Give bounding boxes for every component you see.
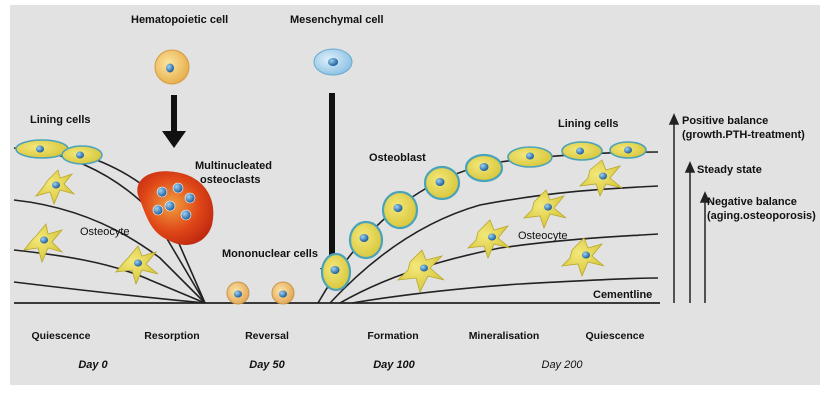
lining-cells-left-label: Lining cells	[30, 114, 91, 126]
multinucleated-label: Multinucleated	[195, 160, 273, 172]
osteoblast-label: Osteoblast	[369, 152, 426, 164]
mesenchymal-cell-graphic	[313, 48, 353, 76]
stage-label: Quiescence	[585, 330, 645, 342]
stage-label: Resorption	[144, 330, 200, 342]
stage-label: Formation	[367, 330, 419, 342]
positive-balance-detail: (growth.PTH-treatment)	[682, 129, 805, 141]
stage-label: Quiescence	[31, 330, 91, 342]
balance-arrows	[668, 113, 711, 303]
day-label: Day 200	[541, 359, 583, 371]
hematopoietic-cell-graphic	[154, 49, 190, 85]
osteocyte-right-label: Osteocyte	[518, 230, 568, 242]
lining-cells-left	[15, 139, 103, 165]
mononuclear-cells	[226, 281, 295, 305]
osteocytes-right	[396, 159, 623, 294]
osteoclast-graphic	[137, 171, 214, 245]
positive-balance-label: Positive balance	[682, 115, 769, 127]
hematopoietic-cell-label: Hematopoietic cell	[131, 14, 229, 26]
negative-balance-label: Negative balance	[707, 196, 797, 208]
arrow-down-left	[162, 95, 186, 148]
negative-balance-detail: (aging.osteoporosis)	[707, 210, 816, 222]
mesenchymal-cell-label: Mesenchymal cell	[290, 14, 384, 26]
osteoblasts	[320, 153, 504, 292]
lining-cells-right-label: Lining cells	[558, 118, 619, 130]
day-label: Day 0	[78, 359, 108, 371]
mononuclear-cells-label: Mononuclear cells	[222, 248, 318, 260]
stage-label: Mineralisation	[468, 330, 540, 342]
osteoclasts-label: osteoclasts	[200, 174, 261, 186]
steady-state-label: Steady state	[697, 164, 762, 176]
day-label: Day 50	[249, 359, 285, 371]
day-label: Day 100	[373, 359, 415, 371]
cementline-label: Cementline	[593, 289, 653, 301]
osteocyte-left-label: Osteocyte	[80, 226, 130, 238]
stage-label: Reversal	[245, 330, 289, 342]
osteocytes-left	[23, 169, 159, 286]
lining-cells-right	[507, 141, 647, 168]
